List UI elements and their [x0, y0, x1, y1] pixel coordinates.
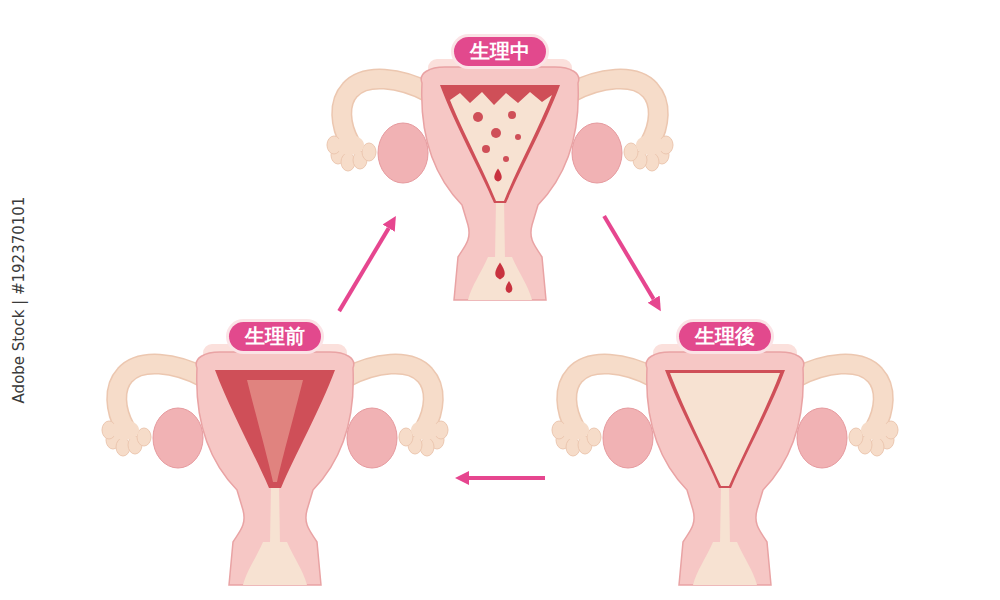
- endometrium-thick: [215, 370, 335, 488]
- cycle-arrow: [469, 476, 545, 480]
- adnexa: [345, 364, 448, 468]
- shed-tissue: [473, 112, 483, 122]
- adnexa: [327, 79, 430, 183]
- uterus-body: [646, 352, 804, 585]
- cycle-arrow: [604, 216, 654, 299]
- uterus-body: [421, 67, 579, 300]
- fimbria: [362, 143, 376, 161]
- phase-label: 生理前: [229, 322, 321, 351]
- ovary: [347, 408, 397, 468]
- shed-tissue: [482, 145, 490, 153]
- fimbria-base: [411, 420, 439, 440]
- uterine-cavity: [247, 380, 303, 482]
- vaginal-canal: [693, 542, 757, 585]
- ovary: [603, 408, 653, 468]
- endometrium-thin: [665, 370, 785, 488]
- vaginal-canal: [243, 542, 307, 585]
- fimbria-base: [636, 135, 664, 155]
- cervical-canal: [495, 201, 505, 259]
- uterus-body: [196, 352, 354, 585]
- cervical-canal: [720, 486, 730, 544]
- phase-label: 生理中: [454, 37, 546, 66]
- blood-drop: [494, 168, 501, 181]
- ovary: [378, 123, 428, 183]
- ovary: [797, 408, 847, 468]
- shed-tissue: [503, 156, 509, 162]
- phase-label: 生理後: [679, 322, 771, 351]
- uterus-figure: [327, 59, 673, 300]
- uterine-cavity: [450, 92, 552, 201]
- adnexa: [795, 364, 898, 468]
- ovary: [153, 408, 203, 468]
- adnexa: [102, 364, 205, 468]
- fimbria: [849, 428, 863, 446]
- fimbria-base: [861, 420, 889, 440]
- vaginal-canal: [468, 257, 532, 300]
- fimbria: [137, 428, 151, 446]
- shed-tissue: [491, 128, 501, 138]
- cervical-canal: [270, 486, 280, 544]
- blood-drop: [506, 281, 513, 293]
- fimbria-base: [336, 135, 364, 155]
- shed-tissue: [515, 134, 521, 140]
- blood-drop: [495, 263, 504, 280]
- uterus-figure: [102, 344, 448, 585]
- fimbria: [624, 143, 638, 161]
- fimbria-base: [561, 420, 589, 440]
- phase-node: 生理中: [400, 33, 600, 300]
- cycle-arrow: [339, 228, 389, 311]
- ovary: [572, 123, 622, 183]
- uterus-figure: [552, 344, 898, 585]
- adnexa: [552, 364, 655, 468]
- shed-tissue: [508, 111, 516, 119]
- watermark: Adobe Stock | #192370101: [10, 197, 28, 404]
- phase-node: 生理後: [620, 318, 830, 598]
- fimbria: [399, 428, 413, 446]
- adnexa: [570, 79, 673, 183]
- endometrium-shedding: [440, 85, 560, 203]
- fimbria-base: [111, 420, 139, 440]
- phase-node: 生理前: [170, 318, 380, 598]
- fimbria: [587, 428, 601, 446]
- uterine-cavity: [670, 373, 780, 486]
